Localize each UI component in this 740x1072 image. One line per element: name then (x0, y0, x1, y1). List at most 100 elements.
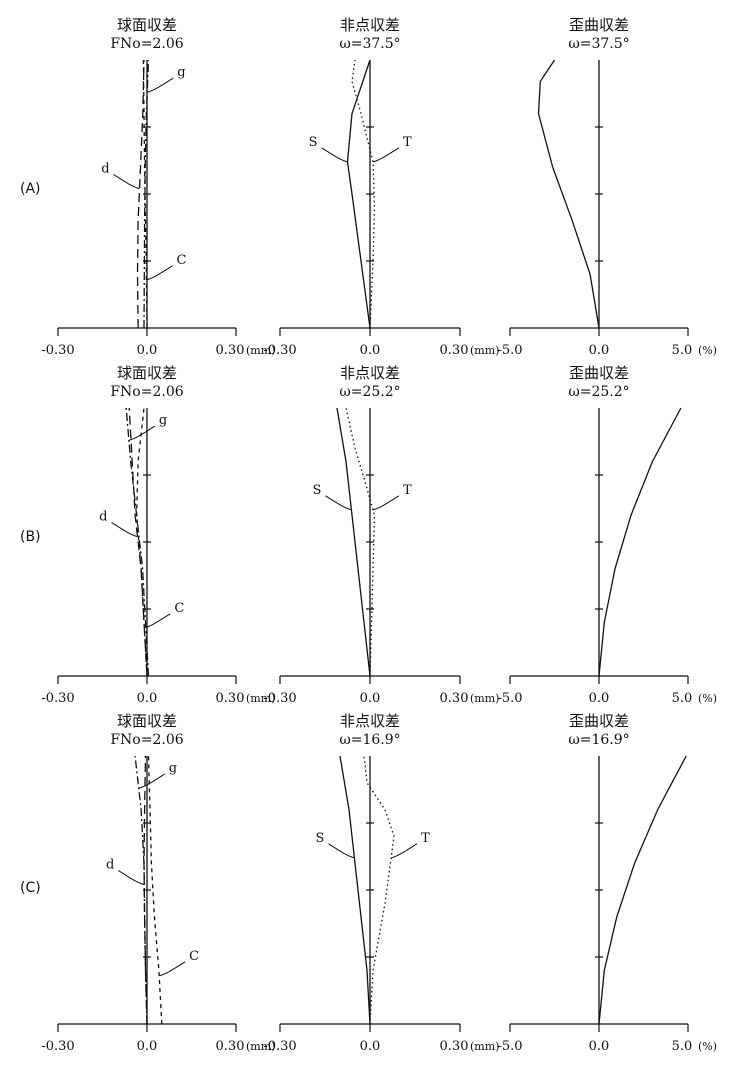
panel-subtitle: ω=37.5° (339, 36, 400, 52)
series-label: d (99, 510, 107, 525)
x-tick-label: 0.30 (440, 1039, 469, 1054)
x-tick-label: -5.0 (497, 343, 522, 358)
x-axis-unit: (mm) (470, 692, 499, 705)
series-line (134, 755, 148, 1025)
series-line (598, 755, 687, 1025)
x-tick-label: 0.0 (589, 1039, 610, 1054)
series-label: d (101, 162, 109, 177)
x-axis-unit: (mm) (470, 1040, 499, 1053)
x-tick-label: 0.30 (440, 343, 469, 358)
x-axis-unit: (mm) (246, 692, 275, 705)
series-line (128, 407, 148, 677)
x-tick-label: -0.30 (41, 691, 74, 706)
series-leader-line (138, 773, 165, 789)
series-leader-line (372, 495, 400, 511)
x-tick-label: 0.0 (137, 1039, 158, 1054)
x-tick-label: 0.0 (137, 691, 158, 706)
x-tick-label: 0.0 (589, 691, 610, 706)
series-label: g (177, 65, 185, 80)
row-label: (B) (20, 529, 41, 545)
series-label: d (106, 858, 114, 873)
panel-title: 非点収差 (340, 364, 400, 382)
x-tick-label: 5.0 (672, 691, 693, 706)
series-label: g (169, 761, 177, 776)
series-line (339, 755, 371, 1025)
series-line (345, 407, 376, 677)
series-leader-line (111, 522, 138, 538)
series-leader-line (321, 147, 348, 163)
panel-title: 球面収差 (117, 16, 177, 34)
series-line (363, 755, 395, 1025)
panel-title: 非点収差 (340, 16, 400, 34)
series-line (537, 59, 600, 329)
series-label: T (403, 483, 412, 498)
series-label: C (189, 949, 199, 964)
panel-subtitle: FNo=2.06 (110, 732, 183, 748)
series-label: S (309, 135, 318, 150)
x-tick-label: 0.30 (216, 343, 245, 358)
panel-subtitle: FNo=2.06 (110, 384, 183, 400)
x-tick-label: -0.30 (41, 343, 74, 358)
x-tick-label: 0.30 (440, 691, 469, 706)
panel-title: 非点収差 (340, 712, 400, 730)
panel-subtitle: FNo=2.06 (110, 36, 183, 52)
series-line (125, 407, 150, 677)
x-tick-label: -0.30 (263, 343, 296, 358)
x-tick-label: 5.0 (672, 343, 693, 358)
panel-subtitle: ω=16.9° (568, 732, 629, 748)
x-axis-unit: (mm) (470, 344, 499, 357)
series-label: C (176, 253, 186, 268)
series-label: g (159, 413, 167, 428)
x-tick-label: 0.0 (589, 343, 610, 358)
panel-subtitle: ω=25.2° (568, 384, 629, 400)
x-tick-label: -0.30 (263, 1039, 296, 1054)
series-label: T (421, 831, 430, 846)
series-label: T (403, 135, 412, 150)
series-line (143, 59, 150, 329)
series-leader-line (113, 174, 140, 190)
series-leader-line (118, 870, 145, 886)
panel-title: 歪曲収差 (569, 364, 629, 382)
series-leader-line (328, 843, 355, 859)
x-tick-label: 0.0 (360, 1039, 381, 1054)
x-tick-label: 0.0 (360, 343, 381, 358)
series-line (136, 59, 145, 329)
x-tick-label: 0.0 (360, 691, 381, 706)
series-leader-line (390, 843, 418, 859)
x-axis-unit: (%) (698, 692, 717, 705)
series-leader-line (159, 961, 186, 977)
row-label: (A) (20, 181, 41, 197)
series-leader-line (147, 77, 174, 93)
x-tick-label: -5.0 (497, 691, 522, 706)
series-line (598, 407, 682, 677)
panel-title: 球面収差 (117, 364, 177, 382)
panel-title: 歪曲収差 (569, 16, 629, 34)
series-label: C (174, 601, 184, 616)
series-leader-line (146, 265, 173, 281)
x-tick-label: 0.30 (216, 1039, 245, 1054)
x-tick-label: -0.30 (41, 1039, 74, 1054)
panel-subtitle: ω=37.5° (568, 36, 629, 52)
x-tick-label: 0.30 (216, 691, 245, 706)
x-tick-label: 0.0 (137, 343, 158, 358)
x-axis-unit: (mm) (246, 344, 275, 357)
series-leader-line (372, 147, 400, 163)
series-leader-line (325, 495, 352, 511)
series-line (336, 407, 371, 677)
series-label: S (312, 483, 321, 498)
series-leader-line (144, 613, 171, 629)
row-label: (C) (20, 880, 41, 896)
panel-title: 歪曲収差 (569, 712, 629, 730)
x-axis-unit: (mm) (246, 1040, 275, 1053)
x-axis-unit: (%) (698, 344, 717, 357)
x-axis-unit: (%) (698, 1040, 717, 1053)
panel-subtitle: ω=25.2° (339, 384, 400, 400)
panel-subtitle: ω=16.9° (339, 732, 400, 748)
panel-title: 球面収差 (117, 712, 177, 730)
x-tick-label: -0.30 (263, 691, 296, 706)
x-tick-label: -5.0 (497, 1039, 522, 1054)
x-tick-label: 5.0 (672, 1039, 693, 1054)
series-line (346, 59, 371, 329)
